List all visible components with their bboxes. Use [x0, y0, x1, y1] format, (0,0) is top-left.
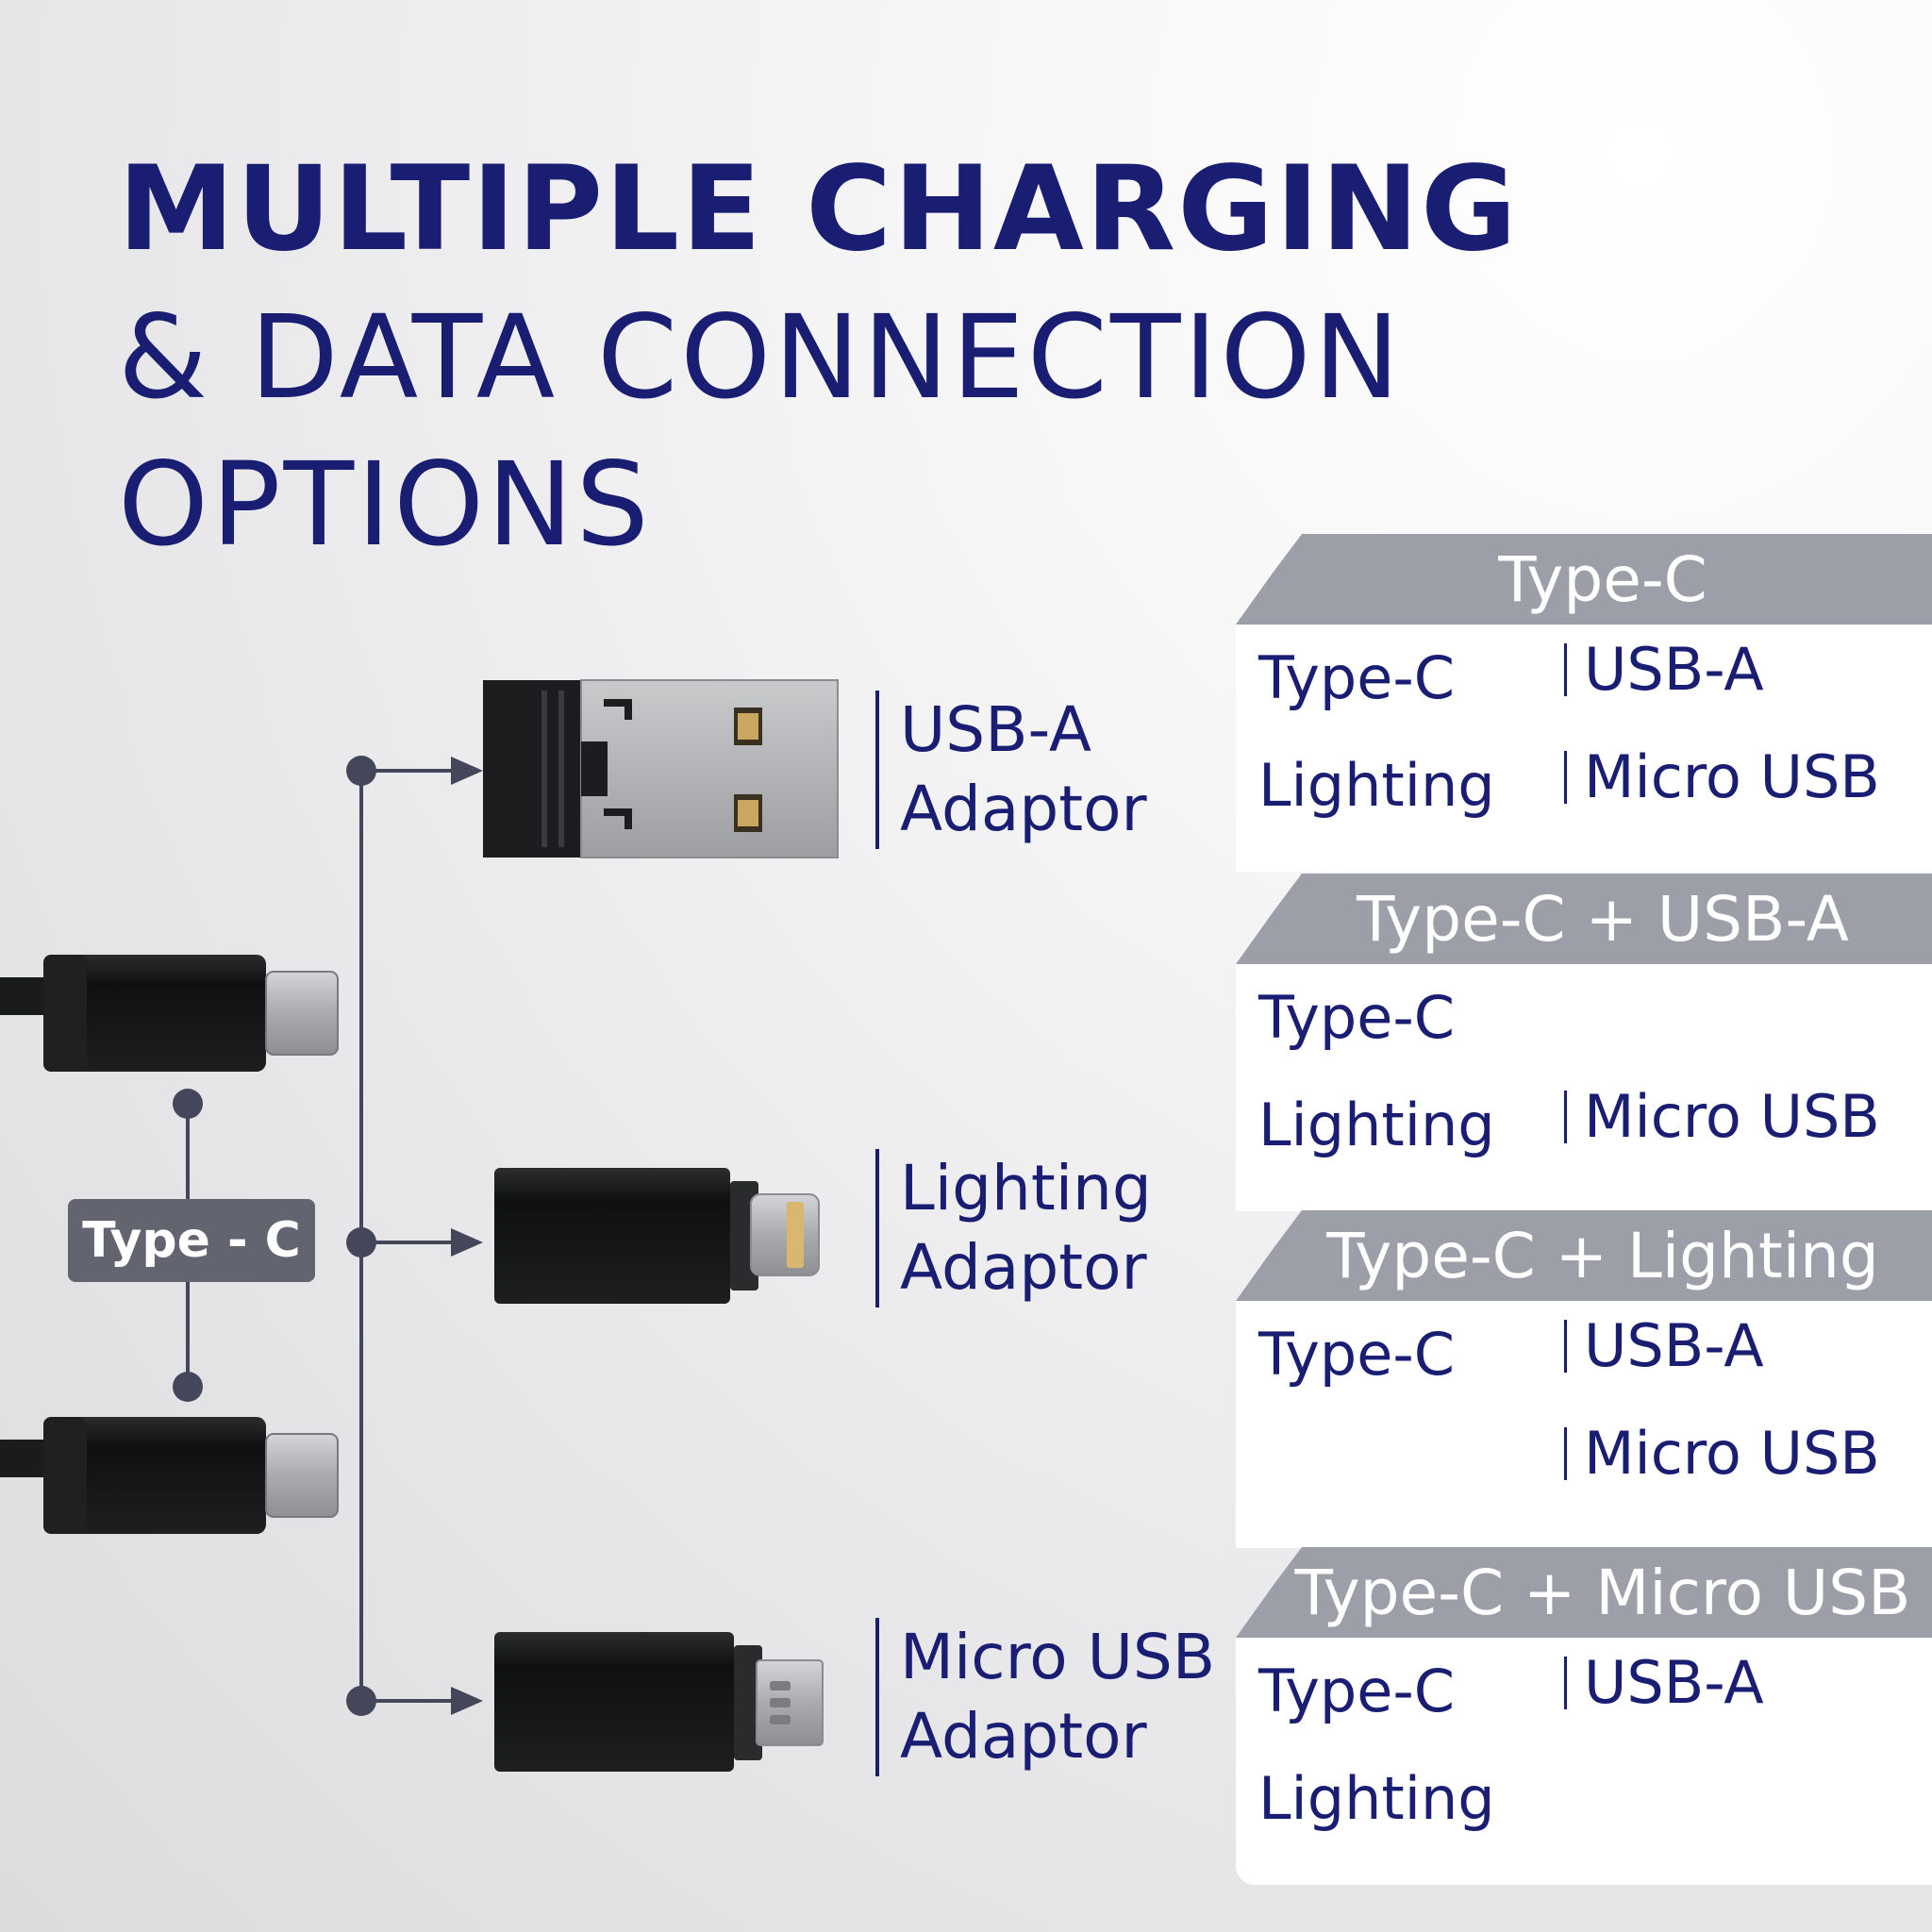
- micro-usb-adaptor-line-2: Adaptor: [900, 1700, 1147, 1773]
- option-right: USB-A: [1564, 1654, 1764, 1712]
- panel-row: Type-C USB-A: [1236, 1301, 1932, 1408]
- panel-row: Lighting Micro USB: [1236, 732, 1932, 840]
- option-right: Micro USB: [1564, 1088, 1880, 1146]
- headline-line-2: & DATA CONNECTION: [118, 291, 1403, 425]
- panel-body: Type-C USB-A Micro USB: [1236, 1301, 1932, 1548]
- micro-usb-adaptor-label: Micro USB Adaptor: [875, 1618, 1215, 1776]
- option-left: Type-C: [1258, 1657, 1456, 1725]
- panel-title: Type-C + Micro USB: [1236, 1547, 1932, 1638]
- option-right: Micro USB: [1564, 1424, 1880, 1483]
- branch-lighting: [346, 1227, 483, 1257]
- lighting-adaptor-line-2: Adaptor: [900, 1231, 1147, 1304]
- panel-row: Type-C USB-A: [1236, 1638, 1932, 1745]
- panel-body: Type-C USB-A Lighting Micro USB: [1236, 625, 1932, 872]
- lighting-adaptor-line-1: Lighting: [900, 1152, 1152, 1224]
- usb-a-adaptor-line-1: USB-A: [900, 693, 1091, 766]
- branch-micro-usb: [346, 1686, 483, 1716]
- panel-row: Lighting: [1236, 1745, 1932, 1853]
- branch-usb-a: [346, 756, 483, 786]
- headline-line-1: MULTIPLE CHARGING: [118, 142, 1519, 277]
- panel-row: Lighting Micro USB: [1236, 1072, 1932, 1179]
- headline: MULTIPLE CHARGING & DATA CONNECTION OPTI…: [118, 151, 1519, 562]
- headline-line-3: OPTIONS: [118, 438, 652, 572]
- option-left: Type-C: [1258, 1320, 1456, 1389]
- type-c-plug-bottom: [0, 1417, 339, 1534]
- lighting-adaptor-image: [494, 1168, 820, 1304]
- panel-body: Type-C Lighting Micro USB: [1236, 964, 1932, 1211]
- panel-title: Type-C + USB-A: [1236, 874, 1932, 964]
- usb-a-adaptor-label: USB-A Adaptor: [875, 691, 1147, 849]
- option-right: USB-A: [1564, 641, 1764, 699]
- option-right: USB-A: [1564, 1317, 1764, 1375]
- panel-row: Micro USB: [1236, 1408, 1932, 1516]
- panel-title: Type-C + Lighting: [1236, 1210, 1932, 1301]
- usb-a-adaptor-line-2: Adaptor: [900, 773, 1147, 845]
- panel-title: Type-C: [1236, 534, 1932, 625]
- option-right: Micro USB: [1564, 748, 1880, 807]
- panel-type-c-micro-usb: Type-C + Micro USB Type-C USB-A Lighting: [1236, 1547, 1932, 1885]
- panel-row: Type-C USB-A: [1236, 625, 1932, 732]
- option-left: Type-C: [1258, 643, 1456, 712]
- type-c-plug-top: [0, 955, 339, 1072]
- panel-body: Type-C USB-A Lighting: [1236, 1638, 1932, 1885]
- panel-type-c: Type-C Type-C USB-A Lighting Micro USB: [1236, 534, 1932, 872]
- panel-type-c-usb-a: Type-C + USB-A Type-C Lighting Micro USB: [1236, 874, 1932, 1211]
- micro-usb-adaptor-image: [494, 1632, 824, 1772]
- option-left: Lighting: [1258, 1764, 1495, 1833]
- type-c-source-badge: Type - C: [68, 1199, 315, 1282]
- panel-row: Type-C: [1236, 964, 1932, 1072]
- option-left: Lighting: [1258, 1091, 1495, 1159]
- option-left: Type-C: [1258, 983, 1456, 1052]
- panel-type-c-lighting: Type-C + Lighting Type-C USB-A Micro USB: [1236, 1210, 1932, 1548]
- lighting-adaptor-label: Lighting Adaptor: [875, 1149, 1152, 1307]
- usb-a-adaptor-image: [483, 679, 839, 858]
- type-c-link: [173, 1089, 203, 1402]
- option-left: Lighting: [1258, 751, 1495, 820]
- micro-usb-adaptor-line-1: Micro USB: [900, 1621, 1216, 1693]
